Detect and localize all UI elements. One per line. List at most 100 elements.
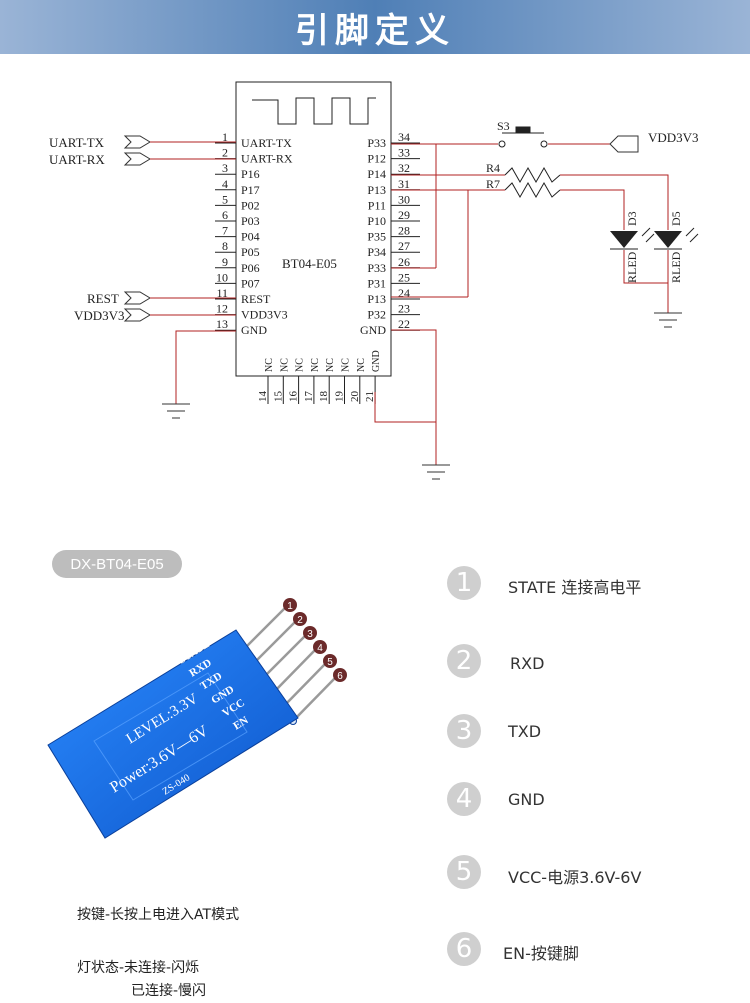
header-pad [249,660,257,668]
pin-number-badge [313,640,327,654]
right-pin-group: 34P3333P1232P1431P1330P1129P1028P3527P34… [360,130,420,337]
bottom-pin-name: NC [279,358,290,372]
right-pin-number: 26 [398,255,410,269]
left-pin-number: 1 [222,130,228,144]
left-pin-name: P17 [241,183,260,197]
bottom-pin-name: NC [310,358,321,372]
board-pin-label: GND [209,683,236,706]
ground-symbols [162,312,682,480]
right-pin-name: P11 [368,198,386,212]
schematic-wires [150,141,669,465]
right-pin-name: P10 [367,214,386,228]
svg-text:REST: REST [87,291,119,306]
resistor-r7-label: R7 [486,177,500,191]
left-pin-name: P06 [241,261,260,275]
module-label: BT04-E05 [282,256,337,271]
svg-text:UART-RX: UART-RX [49,152,105,167]
left-pin-name: GND [241,323,267,337]
legend-circle-4: 4 [447,782,481,816]
left-pin-name: P05 [241,245,260,259]
right-pin-name: P13 [367,183,386,197]
button-note: 按键-长按上电进入AT模式 [77,907,240,923]
bottom-pin-name: GND [371,350,382,372]
pin-number-text: 6 [337,671,343,682]
bottom-pin-number: 20 [349,391,361,403]
model-pill: DX-BT04-E05 [52,550,182,578]
right-pin-number: 31 [398,177,410,191]
right-pin-number: 34 [398,130,410,144]
board-pin-label: EN [231,714,250,732]
legend-text-2: RXD [510,654,545,673]
right-pin-number: 22 [398,317,410,331]
header-pins [239,605,338,725]
right-pin-name: P34 [367,245,386,259]
left-pin-number: 6 [222,208,228,222]
legend-text-6: EN-按键脚 [503,944,579,963]
left-pin-number: 10 [216,270,228,284]
right-pin-name: P33 [367,136,386,150]
right-pin-name: P32 [367,308,386,322]
header-pin [282,661,328,708]
svg-text:UART-TX: UART-TX [49,135,105,150]
svg-text:VDD3V3: VDD3V3 [74,308,125,323]
pin-number-badge [293,612,307,626]
pin-number-badge [283,598,297,612]
left-pin-name: P07 [241,276,260,290]
header-pin [262,633,308,679]
bottom-pin-name: NC [295,358,306,372]
left-pin-name: P03 [241,214,260,228]
bottom-pin-name: NC [341,358,352,372]
legend-circle-5: 5 [447,855,481,889]
pin-number-text: 1 [287,601,293,612]
right-pin-number: 27 [398,239,410,253]
bottom-pin-name: NC [264,358,275,372]
header-pin [242,605,288,651]
bottom-pin-name: NC [356,358,367,372]
pin-number-text: 4 [317,643,323,654]
left-pin-number: 13 [216,317,228,331]
switch-label: S3 [497,119,510,133]
port-uart-tx: UART-TX [49,135,151,150]
header-pad [269,689,277,697]
bottom-pin-number: 17 [303,391,315,403]
pin-number-badge [323,654,337,668]
pin-number-badge [303,626,317,640]
led-status-note: 灯状态-未连接-闪烁 [77,960,200,976]
header-pad [259,674,267,682]
left-pin-number: 3 [222,161,228,175]
right-pin-number: 30 [398,192,410,206]
left-pin-number: 11 [216,286,228,300]
right-pin-name: GND [360,323,386,337]
left-pin-number: 8 [222,239,228,253]
pin-number-text: 3 [307,629,313,640]
board-pin-label: RXD [187,657,214,680]
board-pin-label: STATE [176,638,212,666]
left-pin-number: 12 [216,302,228,316]
right-pin-name: P33 [367,261,386,275]
left-pin-name: P02 [241,198,260,212]
bottom-pin-number: 18 [318,391,330,403]
legend-text-4: GND [508,790,545,809]
bottom-pin-number: 16 [288,391,300,403]
led-d5-ref: D5 [669,211,683,226]
right-pin-name: P12 [367,152,386,166]
right-pin-number: 32 [398,161,410,175]
pcb-board [47,629,299,839]
led-d3-ref: D3 [625,211,639,226]
right-pin-number: 24 [398,286,410,300]
pin-number-text: 5 [327,657,333,668]
bottom-pin-number: 21 [364,391,376,402]
left-pin-number: 9 [222,255,228,269]
board-pin-label: VCC [220,697,247,720]
port-rest: REST [87,291,151,306]
legend-circle-6: 6 [447,932,481,966]
led-connected-note: 已连接-慢闪 [131,983,207,999]
right-pin-name: P13 [367,292,386,306]
left-pin-number: 7 [222,224,228,238]
left-pin-name: P16 [241,167,260,181]
bottom-pin-number: 15 [272,391,284,403]
bottom-pin-name: NC [325,358,336,372]
